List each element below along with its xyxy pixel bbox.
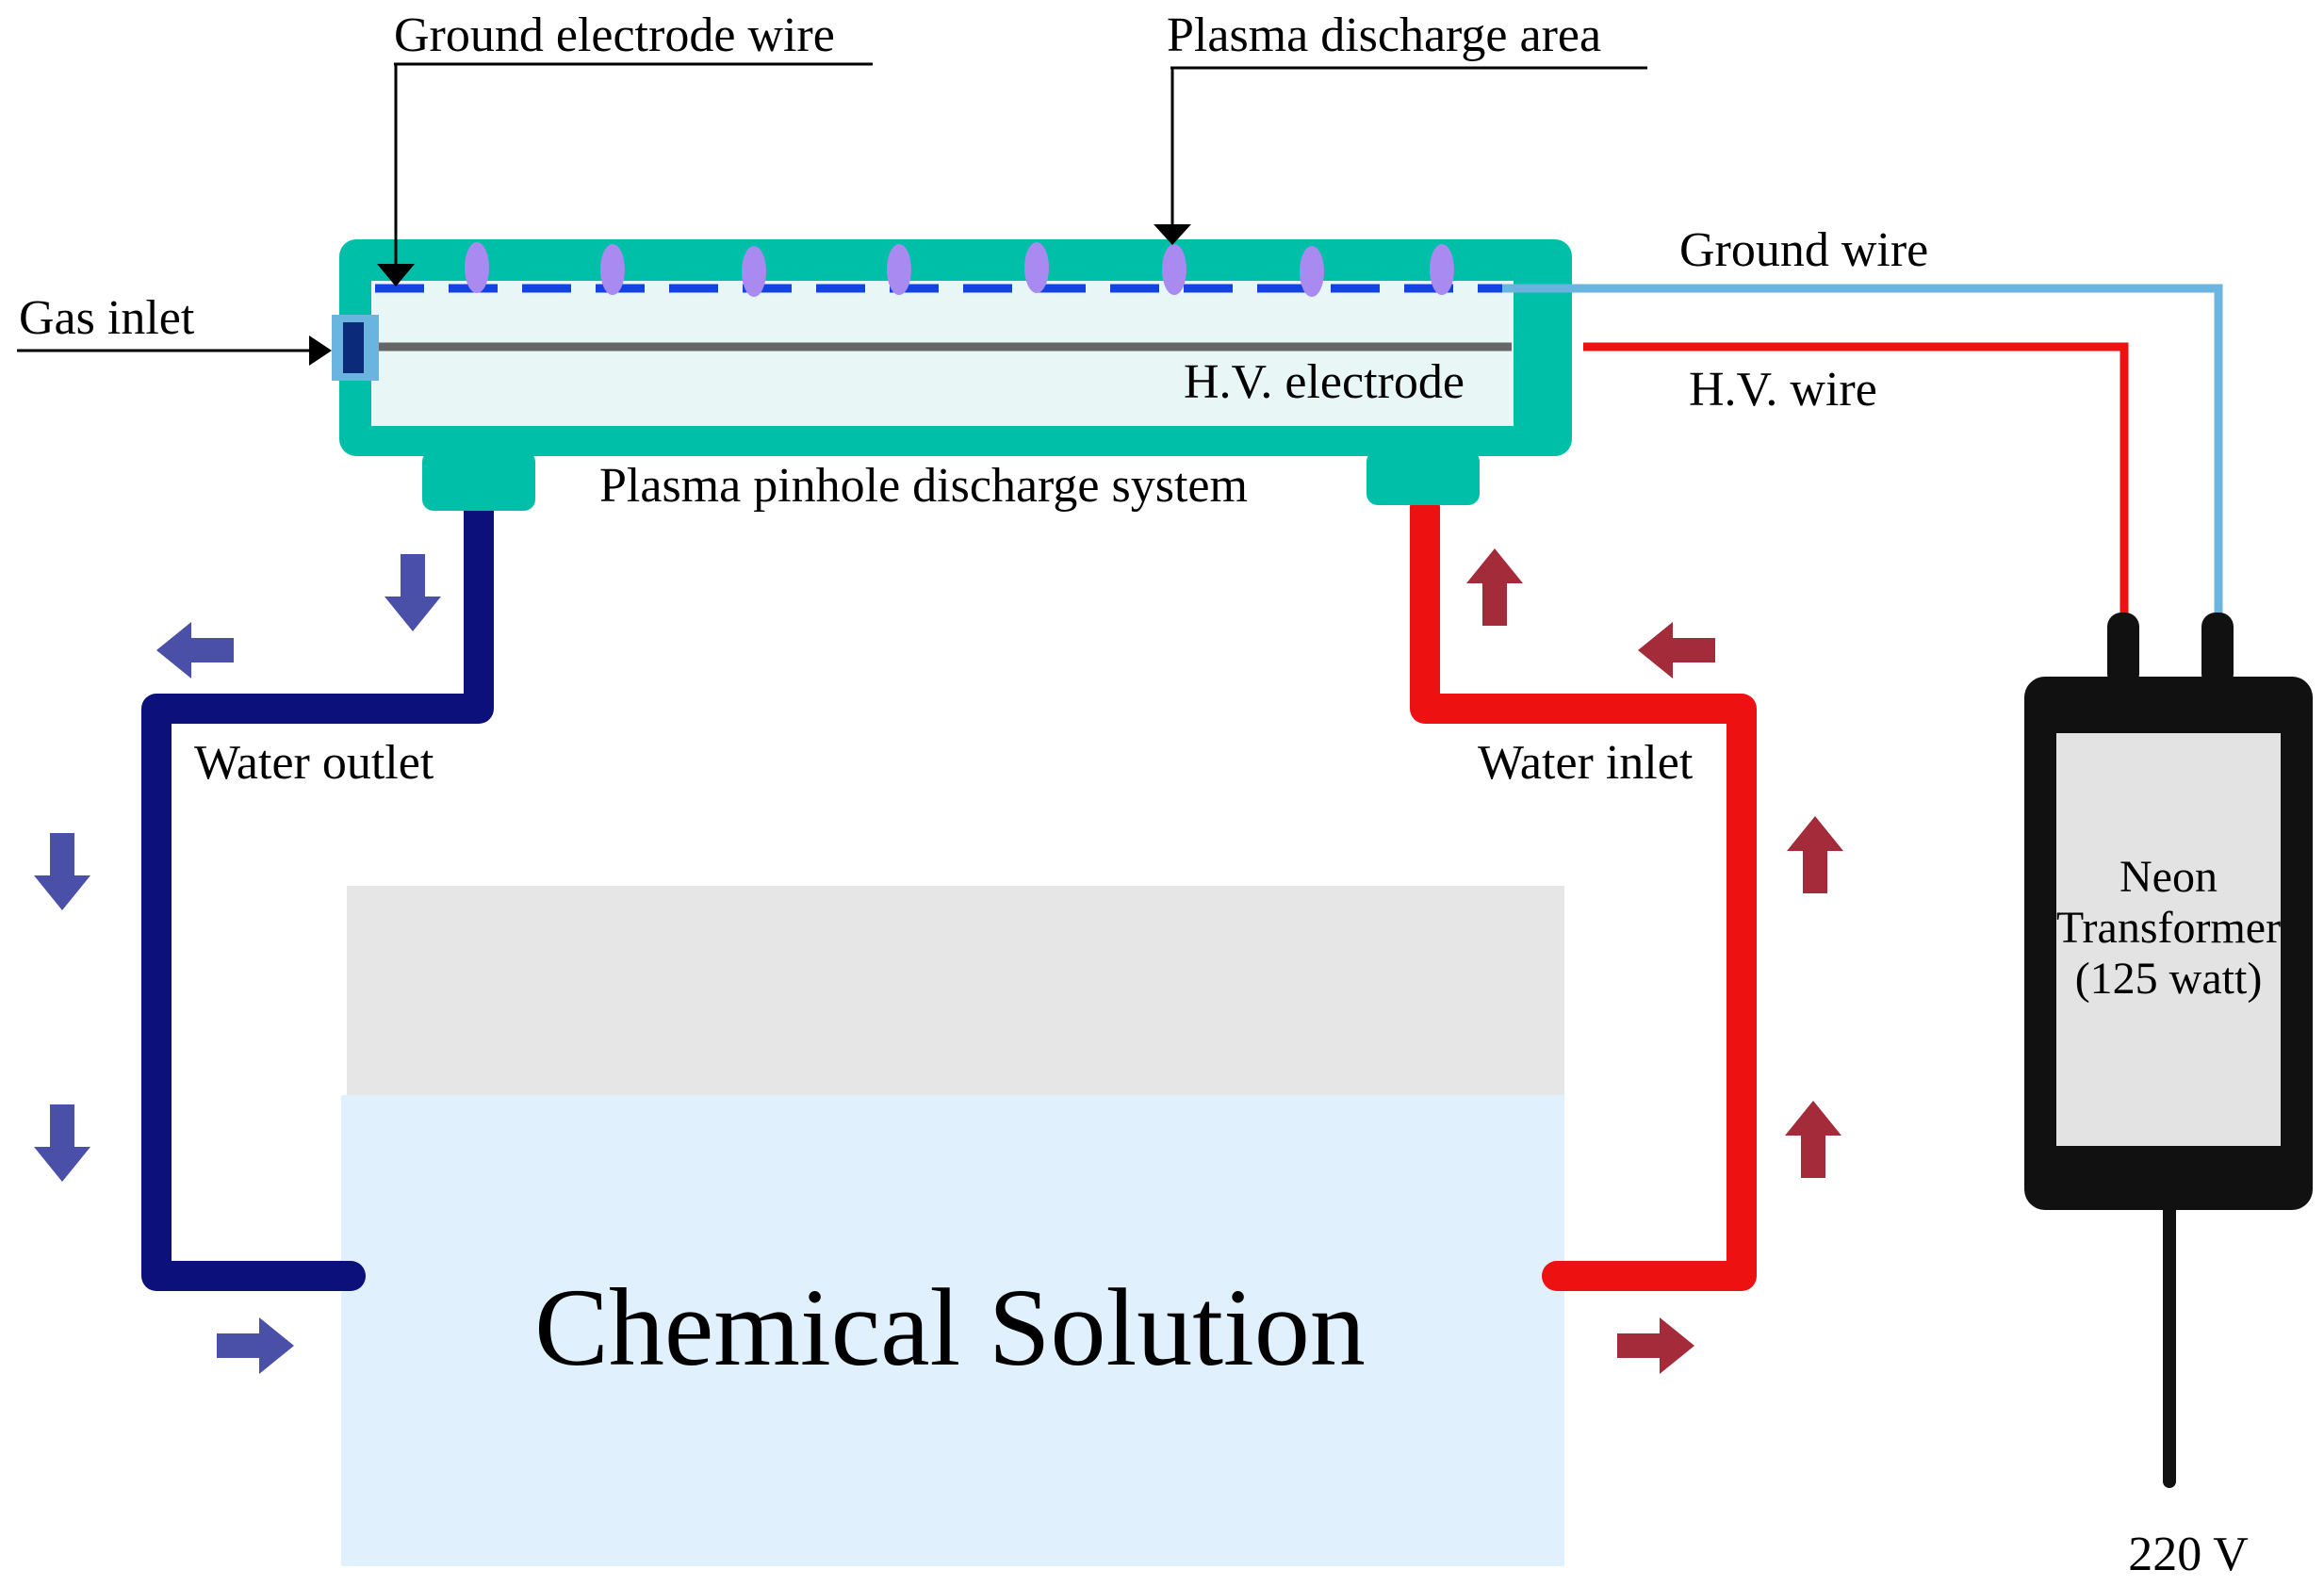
transformer-prong-left — [2107, 613, 2139, 688]
plasma-spot — [1430, 244, 1454, 295]
arrow-down-icon — [34, 1104, 90, 1182]
plasma-pinhole-system-label: Plasma pinhole discharge system — [599, 459, 1248, 513]
plasma-spot — [1162, 244, 1187, 295]
hv-wire-label: H.V. wire — [1689, 363, 1877, 417]
voltage-label: 220 V — [2128, 1528, 2249, 1581]
ground-wire — [1502, 284, 2223, 614]
water-inlet-label: Water inlet — [1478, 736, 1694, 790]
gas-inlet-callout: Gas inlet — [17, 291, 332, 366]
plasma-spot — [465, 242, 489, 293]
plasma-spot — [887, 244, 911, 295]
water-inlet-pipe — [1410, 492, 1757, 1291]
plasma-spot — [1024, 242, 1049, 293]
plasma-spot — [1300, 246, 1324, 297]
arrow-down-icon — [385, 554, 441, 631]
transformer-panel — [2056, 733, 2281, 1146]
plasma-discharge-callout: Plasma discharge area — [1154, 8, 1647, 245]
arrow-up-icon — [1785, 1101, 1841, 1178]
hv-electrode-label: H.V. electrode — [1184, 355, 1465, 409]
plasma-discharge-spots — [465, 242, 1454, 297]
arrow-left-icon — [156, 622, 234, 679]
gas-inlet-port-core — [343, 322, 364, 373]
arrow-up-icon — [1466, 548, 1523, 626]
transformer-label-line1: Neon — [2119, 852, 2218, 902]
water-outlet-label: Water outlet — [194, 736, 434, 790]
ground-electrode-callout: Ground electrode wire — [377, 8, 873, 286]
arrow-right-icon — [1617, 1317, 1694, 1374]
tank-headspace — [347, 886, 1564, 1098]
transformer-prong-right — [2201, 613, 2234, 688]
reactor-foot-right — [1367, 450, 1480, 505]
chemical-solution-label: Chemical Solution — [534, 1266, 1366, 1389]
arrow-up-icon — [1787, 816, 1843, 893]
hv-wire — [1583, 342, 2129, 614]
ground-electrode-wire-label: Ground electrode wire — [394, 8, 835, 62]
water-outlet-pipe — [141, 492, 494, 1291]
arrow-left-icon — [1638, 622, 1715, 679]
arrow-right-icon — [217, 1317, 294, 1374]
plasma-spot — [742, 246, 766, 297]
gas-inlet-label: Gas inlet — [19, 291, 195, 345]
reactor-foot-left — [422, 450, 535, 511]
ground-wire-label: Ground wire — [1679, 223, 1928, 277]
plasma-reactor: H.V. electrode Plasma pinhole discharge … — [332, 239, 1572, 513]
neon-transformer: Neon Transformer (125 watt) — [2024, 613, 2313, 1488]
transformer-label-line2: Transformer — [2056, 903, 2281, 953]
plasma-discharge-area-label: Plasma discharge area — [1167, 8, 1601, 62]
chemical-solution-tank: Chemical Solution — [341, 886, 1564, 1566]
arrow-down-icon — [34, 833, 90, 910]
tank-liquid — [341, 1095, 1564, 1566]
transformer-label-line3: (125 watt) — [2075, 954, 2263, 1004]
plasma-spot — [600, 244, 625, 295]
reactor-chamber — [371, 281, 1514, 426]
